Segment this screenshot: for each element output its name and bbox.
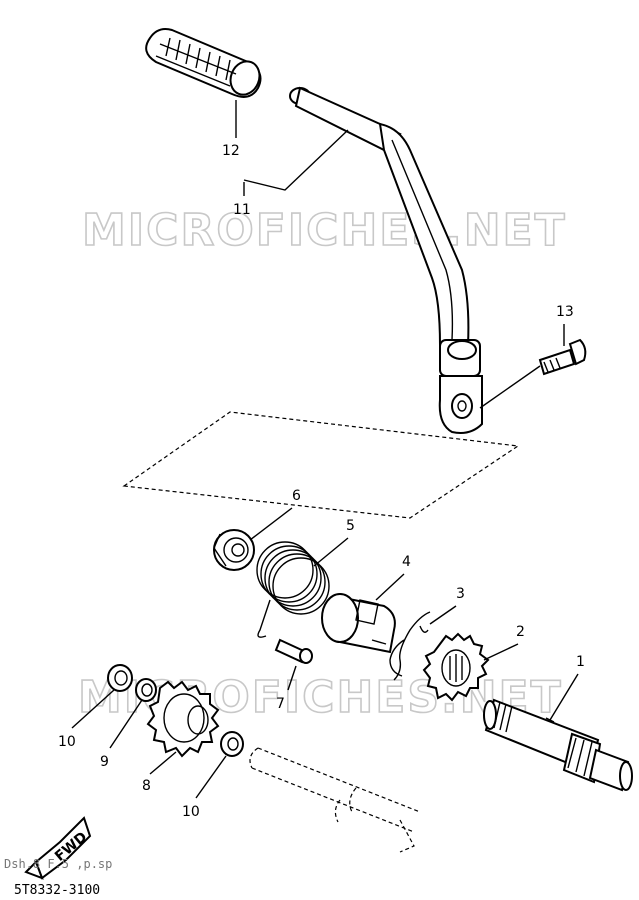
callout-9: 9 [100,754,109,770]
callout-11: 11 [233,202,251,218]
watermark-top: MICROFICHES.NET [82,205,567,256]
washer-left [107,664,133,692]
torsion-spring [256,541,330,638]
fwd-arrow-icon [24,816,92,880]
callout-6: 6 [292,488,301,504]
washer-right [220,731,244,757]
washer-9 [135,678,157,702]
circlip [389,611,431,681]
bolt [538,338,587,376]
oil-seal [213,529,255,571]
reference-shaft [249,747,421,853]
callout-10-left: 10 [58,734,76,750]
kick-crank-lever [289,86,483,434]
callout-5: 5 [346,518,355,534]
callout-8: 8 [142,778,151,794]
kick-grip [145,28,262,98]
callout-10-right: 10 [182,804,200,820]
callout-13: 13 [556,304,574,320]
callout-4: 4 [402,554,411,570]
callout-3: 3 [456,586,465,602]
callout-7: 7 [276,696,285,712]
kick-gear [422,632,490,702]
faint-scan-text: Dsh.8 F.5 ,p.sp [4,857,112,871]
callout-1: 1 [576,654,585,670]
diagram-code: 5T8332-3100 [14,883,100,898]
collar [321,593,396,654]
callout-2: 2 [516,624,525,640]
pin [274,638,313,664]
callout-12: 12 [222,143,240,159]
kick-shaft [483,698,633,792]
idler-gear [146,680,220,758]
